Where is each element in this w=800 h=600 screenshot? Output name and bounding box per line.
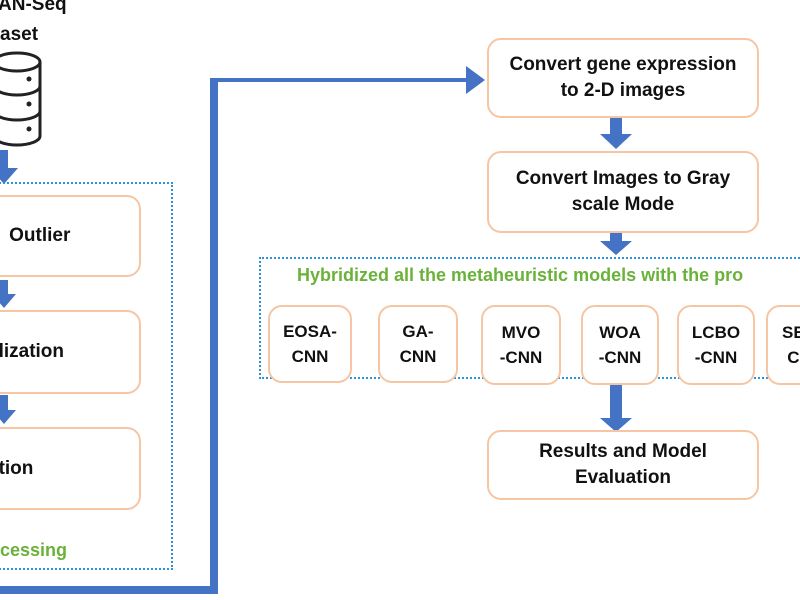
convert-expression-line1: Convert gene expression	[509, 54, 737, 76]
model-woa-line2: -CNN	[598, 348, 642, 367]
arrow-right-2	[600, 233, 632, 255]
step-convert-gray: Convert Images to Gray scale Mode	[487, 151, 759, 233]
step-remove-outlier-label: e Outlier	[9, 225, 71, 247]
database-icon	[0, 51, 42, 147]
hybrid-group-label: Hybridized all the metaheuristic models …	[297, 265, 744, 285]
model-ga-line2: CNN	[399, 347, 437, 366]
model-ga-cnn: GA- CNN	[378, 305, 458, 383]
model-ga-line1: GA-	[402, 321, 434, 341]
dataset-title-line1: AN-Seq	[0, 0, 67, 15]
step-normalization: alization	[0, 310, 141, 394]
model-eosa-line2: CNN	[291, 347, 329, 366]
model-se-cnn: SE C	[766, 305, 800, 385]
convert-gray-line2: scale Mode	[571, 194, 675, 215]
model-lcbo-line2: -CNN	[694, 348, 738, 367]
results-line1: Results and Model	[539, 441, 707, 463]
arrow-dataset-down	[0, 150, 18, 184]
arrow-left-step-2	[0, 395, 16, 424]
preprocessing-group	[0, 182, 173, 570]
model-eosa-line1: EOSA-	[283, 321, 337, 341]
convert-expression-line2: to 2-D images	[560, 80, 686, 101]
step-remove-outlier: e Outlier	[0, 195, 141, 277]
preprocessing-group-label: cessing	[0, 540, 68, 560]
model-mvo-line2: -CNN	[499, 348, 543, 367]
arrow-right-1	[600, 118, 632, 149]
step-convert-gene-expression: Convert gene expression to 2-D images	[487, 38, 759, 118]
model-mvo-line1: MVO	[501, 322, 541, 342]
model-se-line2: C	[787, 348, 800, 367]
step-evaluation: ation	[0, 427, 141, 510]
step-normalization-label: alization	[0, 341, 65, 363]
model-lcbo-line1: LCBO	[691, 322, 741, 342]
model-mvo-cnn: MVO -CNN	[481, 305, 561, 385]
model-woa-cnn: WOA -CNN	[581, 305, 659, 385]
model-eosa-cnn: EOSA- CNN	[268, 305, 352, 383]
model-se-line1: SE	[782, 322, 800, 342]
arrow-left-step-1	[0, 280, 16, 308]
results-line2: Evaluation	[574, 467, 672, 488]
model-woa-line1: WOA	[599, 322, 641, 342]
dataset-title-line2: aset	[0, 24, 39, 45]
step-evaluation-label: ation	[0, 457, 34, 479]
convert-gray-line1: Convert Images to Gray	[515, 168, 731, 190]
arrow-right-3	[600, 380, 632, 432]
model-lcbo-cnn: LCBO -CNN	[677, 305, 755, 385]
step-results-evaluation: Results and Model Evaluation	[487, 430, 759, 500]
